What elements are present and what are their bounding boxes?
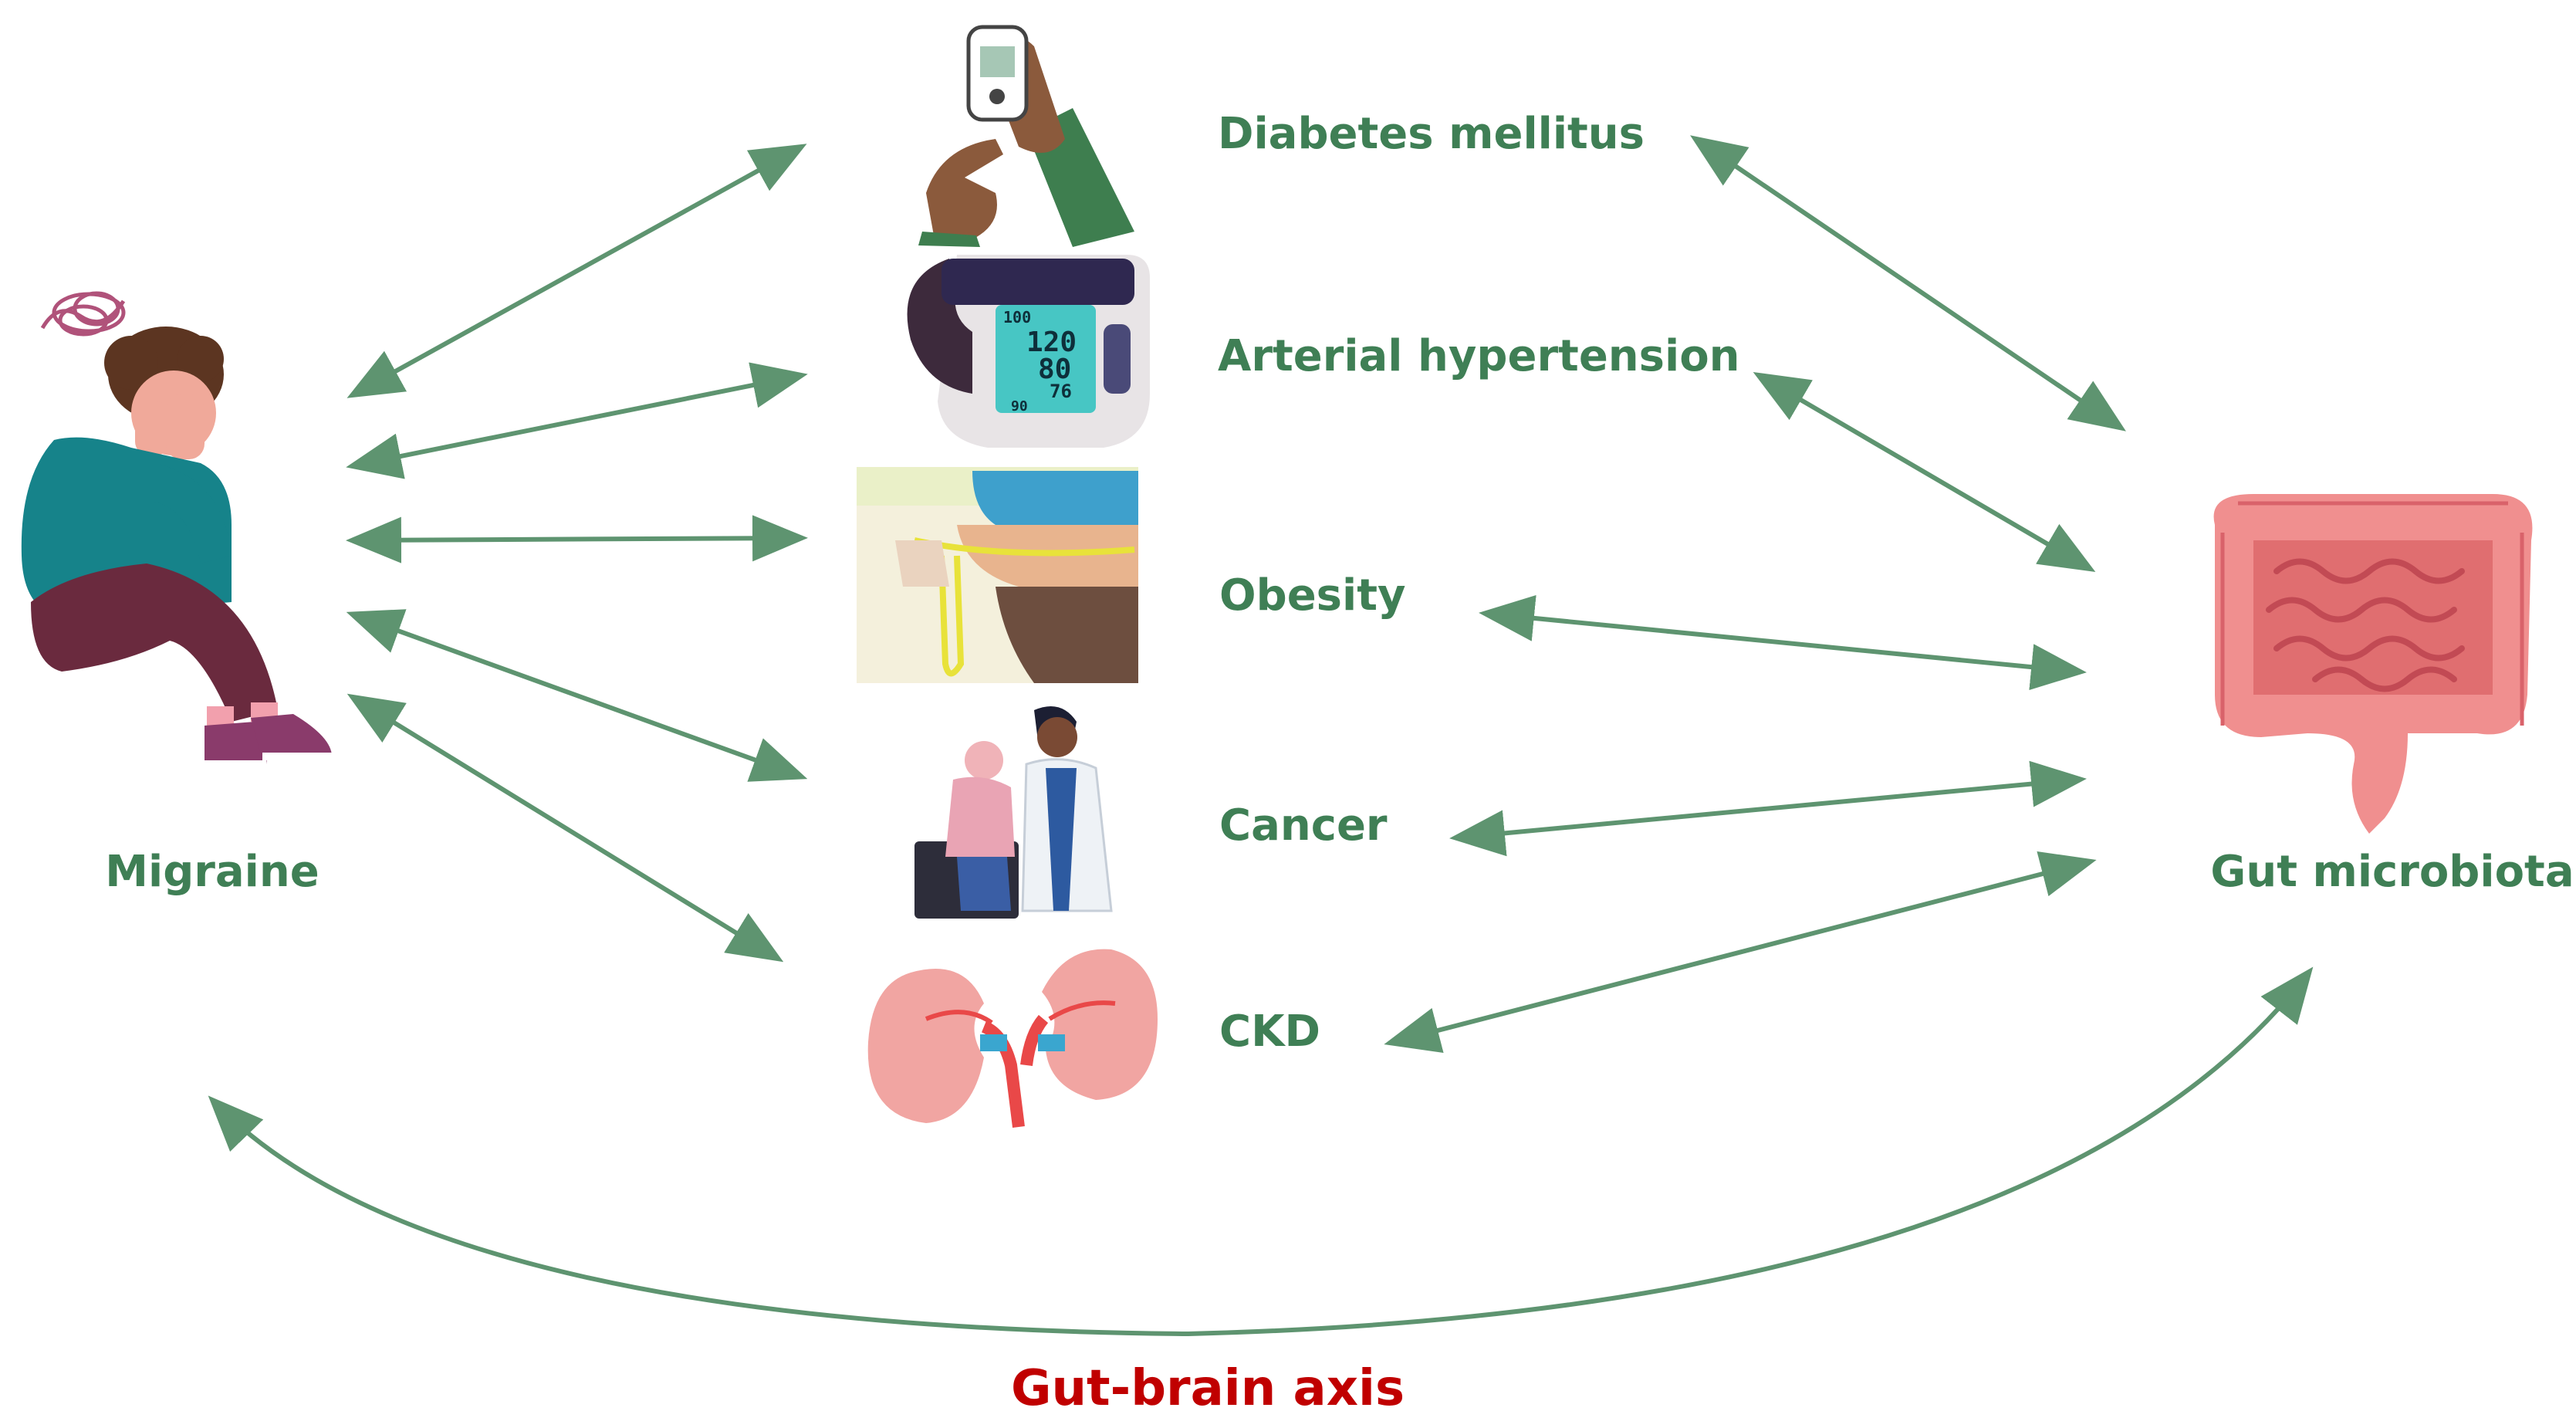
cancer-label: Cancer [1219, 800, 1388, 851]
arrow-migraine-diabetes [347, 144, 807, 398]
gut-brain-axis-arrow [208, 966, 2314, 1337]
gut-microbiota-label: Gut microbiota [2210, 847, 2574, 897]
arrow-diabetes-gut [1690, 135, 2126, 431]
arrow-hypertension-gut [1753, 371, 2096, 573]
arrow-migraine-cancer [346, 609, 808, 782]
arrow-migraine-obesity [346, 515, 808, 563]
gut-brain-axis-label: Gut-brain axis [1011, 1360, 1405, 1417]
arrow-obesity-gut [1479, 595, 2087, 690]
obesity-label: Obesity [1219, 570, 1405, 621]
arrow-migraine-hypertension [346, 362, 808, 479]
arrow-migraine-ckd [347, 693, 784, 963]
intestine-icon [2213, 494, 2533, 834]
hypertension-label: Arterial hypertension [1218, 331, 1740, 381]
kidneys-icon [867, 949, 1158, 1128]
monitor-pul-readout: 76 [1050, 381, 1072, 402]
arrow-ckd-gut [1384, 851, 2097, 1054]
waist-measure-photo [857, 467, 1138, 683]
ckd-label: CKD [1219, 1007, 1320, 1057]
cancer-patient-doctor-icon [914, 706, 1113, 919]
migraine-arrows [346, 144, 808, 963]
glucose-meter-icon [918, 25, 1134, 247]
monitor-dia-readout: 80 [1038, 354, 1071, 385]
distressed-person-icon [21, 291, 332, 768]
arrow-cancer-gut [1449, 760, 2087, 857]
monitor-top-readout: 100 [1003, 308, 1031, 327]
blood-pressure-monitor-icon: 100 120 80 76 90 [907, 255, 1150, 448]
gut-arrows [1384, 135, 2126, 1054]
monitor-sys-readout: 120 [1026, 327, 1077, 358]
migraine-label: Migraine [105, 847, 319, 897]
monitor-bottom-readout: 90 [1011, 398, 1028, 415]
diabetes-label: Diabetes mellitus [1218, 109, 1645, 159]
